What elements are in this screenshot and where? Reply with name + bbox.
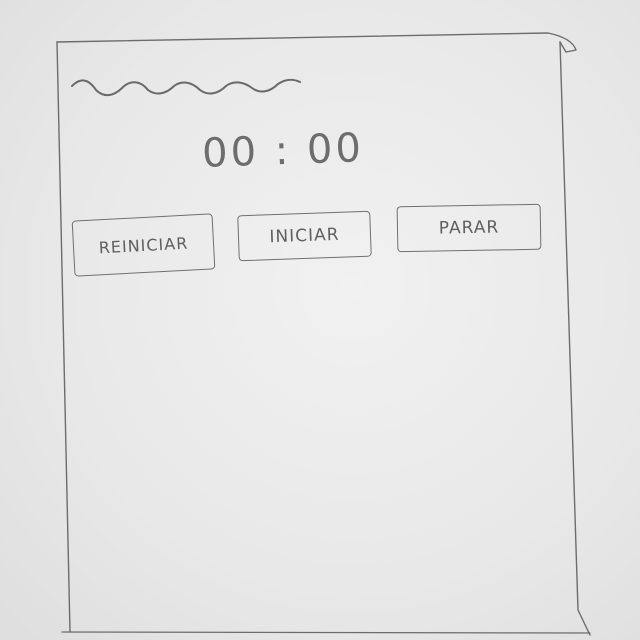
start-button[interactable]: INICIAR <box>237 210 372 262</box>
stop-button[interactable]: PARAR <box>396 203 542 253</box>
timer-display: 00 : 00 <box>201 125 365 177</box>
header-title-placeholder <box>70 72 305 102</box>
reset-button[interactable]: REINICIAR <box>71 213 216 277</box>
